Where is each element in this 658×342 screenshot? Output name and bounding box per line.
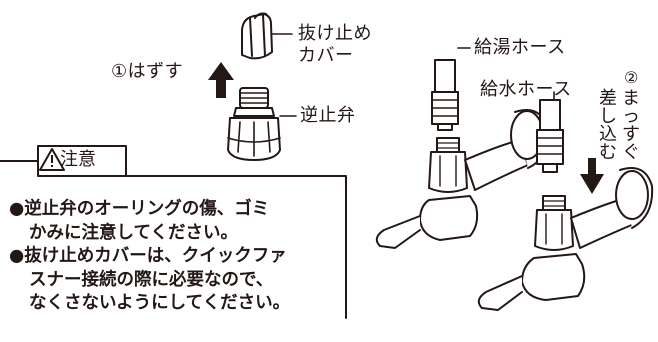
caution-line: ●逆止弁のオーリングの傷、ゴミ <box>9 199 270 219</box>
vertical-char: 込 <box>599 124 617 145</box>
remove-label: ①はずす <box>111 61 184 82</box>
check-valve-label: 逆止弁 <box>300 105 356 126</box>
caution-line: かみに注意してください。 <box>29 222 238 243</box>
caution-title: 注意 <box>60 149 96 170</box>
hot-hose-label: 給湯ホース <box>474 37 566 58</box>
caution-line: なくさないようにしてください。 <box>29 293 291 313</box>
vertical-char: ま <box>622 88 640 109</box>
stopper-cover <box>241 12 273 60</box>
warning-triangle-icon <box>39 148 65 171</box>
vertical-char: ぐ <box>622 142 640 163</box>
vertical-char: し <box>599 106 617 127</box>
vertical-char: す <box>622 124 640 145</box>
vertical-char: っ <box>622 106 640 127</box>
hot-water-hose <box>431 59 459 131</box>
cold-water-hose <box>536 99 564 173</box>
caution-line: ●抜け止めカバーは、クイックファ <box>9 246 287 266</box>
down-arrow-icon <box>580 158 604 194</box>
right-faucet <box>477 167 654 311</box>
vertical-char: む <box>599 142 617 163</box>
vertical-char: 差 <box>599 88 617 109</box>
caution-body: ●逆止弁のオーリングの傷、ゴミ かみに注意してください。 ●抜け止めカバーは、ク… <box>9 198 290 316</box>
step2-column-2: 差し込む <box>597 90 619 162</box>
up-arrow-icon <box>208 62 234 98</box>
step2-number: ② <box>624 68 639 87</box>
check-valve <box>227 87 281 161</box>
stopper-cover-label-1: 抜け止め <box>298 23 372 44</box>
step2-column-1: まっすぐ <box>620 90 642 162</box>
stopper-cover-label-2: カバー <box>298 45 354 66</box>
left-faucet <box>375 109 550 249</box>
cold-hose-label: 給水ホース <box>480 79 572 100</box>
caution-line: スナー接続の際に必要なので、 <box>29 269 274 290</box>
